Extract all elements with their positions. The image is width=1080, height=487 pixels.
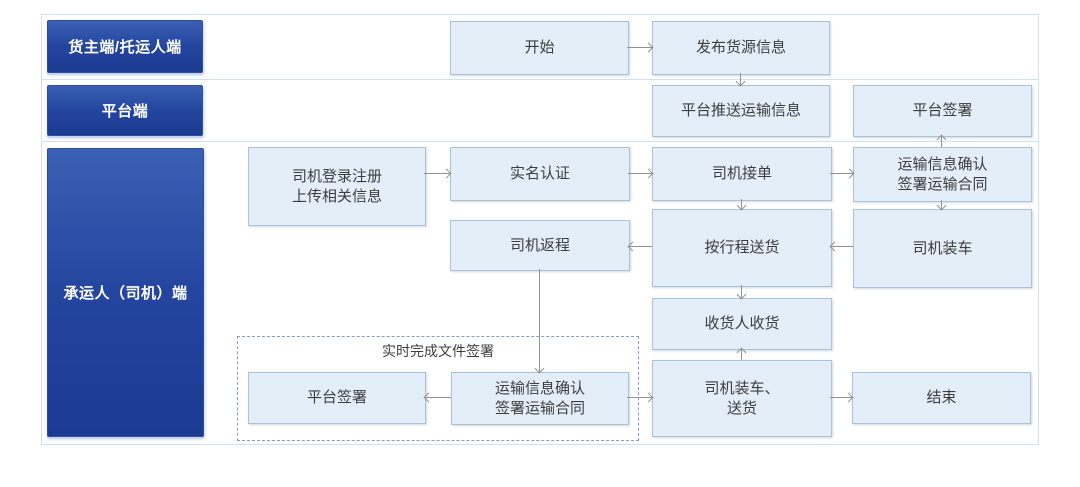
lane-divider (42, 141, 1038, 142)
arrow-load_and_deliver-to-end (830, 397, 852, 398)
flow-node-driver_accept: 司机接单 (652, 147, 832, 201)
flow-node-deliver_by_route: 按行程送货 (652, 209, 832, 287)
arrow-start-to-publish (627, 47, 652, 48)
flow-node-driver_load: 司机装车 (853, 209, 1032, 288)
flow-node-push: 平台推送运输信息 (652, 85, 830, 137)
group-label-realtime-signing: 实时完成文件签署 (382, 343, 494, 359)
arrow-driver_register-to-real_name (424, 173, 450, 174)
arrow-confirm_sign_2-to-load_and_deliver (627, 397, 652, 398)
flow-node-driver_return: 司机返程 (450, 220, 630, 271)
arrow-driver_return-to-confirm_sign_2 (539, 269, 540, 372)
flow-node-publish: 发布货源信息 (652, 21, 830, 75)
flow-node-confirm_sign: 运输信息确认 签署运输合同 (853, 147, 1032, 202)
flow-node-end: 结束 (852, 372, 1031, 424)
diagram-frame: 货主端/托运人端平台端承运人（司机）端实时完成文件签署 开始发布货源信息平台推送运… (41, 14, 1039, 445)
arrow-publish-to-push (740, 73, 741, 85)
flow-node-load_and_deliver: 司机装车、 送货 (652, 360, 832, 437)
arrow-confirm_sign-to-platform_sign (941, 135, 942, 147)
flow-node-real_name: 实名认证 (450, 147, 630, 201)
group-realtime-signing: 实时完成文件签署 (237, 336, 639, 441)
flow-node-platform_sign: 平台签署 (853, 85, 1032, 137)
flow-node-start: 开始 (450, 21, 629, 75)
lane-label-carrier: 承运人（司机）端 (47, 148, 204, 437)
lane-label-shipper: 货主端/托运人端 (47, 20, 203, 73)
lane-divider (42, 79, 1038, 80)
flow-node-confirm_sign_2: 运输信息确认 签署运输合同 (451, 372, 629, 425)
flow-node-receiver_receive: 收货人收货 (652, 298, 832, 350)
arrow-deliver_by_route-to-driver_return (628, 246, 652, 247)
arrow-real_name-to-driver_accept (628, 173, 652, 174)
arrow-confirm_sign-to-driver_load (941, 200, 942, 209)
arrow-confirm_sign_2-to-platform_sign_2 (424, 397, 451, 398)
arrow-driver_accept-to-deliver_by_route (741, 199, 742, 209)
flow-node-platform_sign_2: 平台签署 (248, 372, 426, 424)
arrow-load_and_deliver-to-receiver_receive (741, 348, 742, 360)
lane-label-platform: 平台端 (47, 85, 203, 136)
arrow-deliver_by_route-to-receiver_receive (741, 285, 742, 298)
arrow-driver_accept-to-confirm_sign (830, 173, 853, 174)
flow-node-driver_register: 司机登录注册 上传相关信息 (248, 147, 426, 226)
arrow-driver_load-to-deliver_by_route (830, 246, 853, 247)
